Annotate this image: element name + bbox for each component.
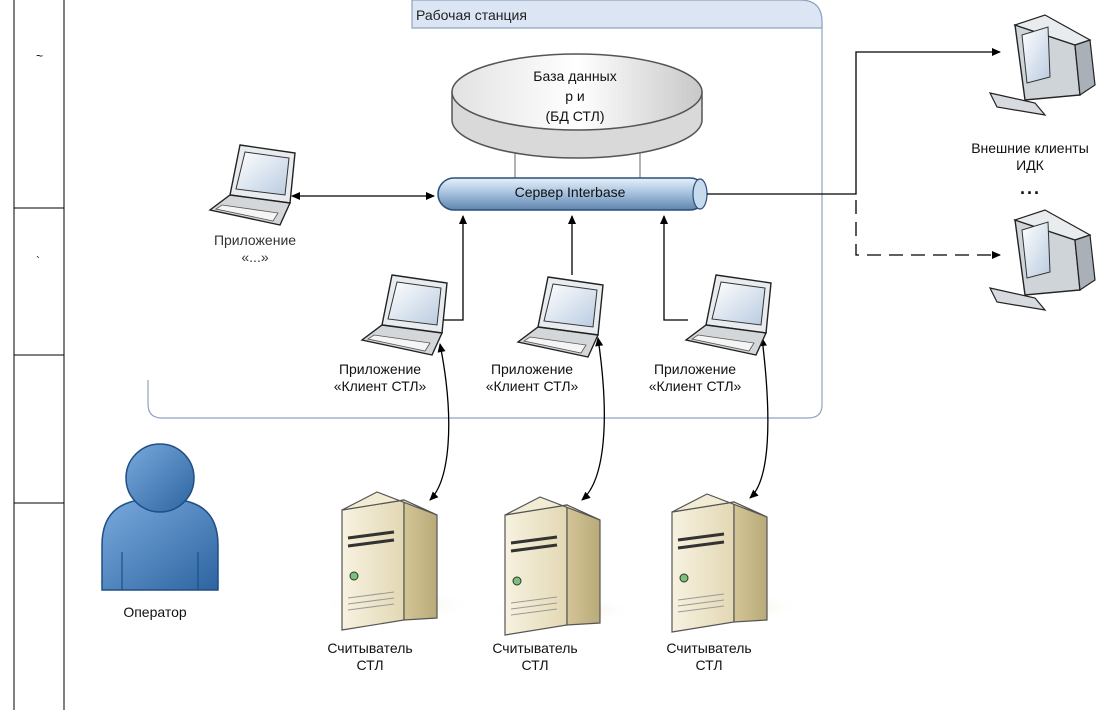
laptop-icon bbox=[684, 274, 772, 356]
reader-label: Считыватель СТЛ bbox=[492, 640, 578, 673]
connectors bbox=[291, 48, 1001, 501]
side-mark: ` bbox=[36, 254, 40, 268]
desktop-computer-icon bbox=[988, 209, 1096, 311]
server-label: Сервер Interbase bbox=[514, 184, 626, 200]
laptop-icon bbox=[516, 276, 604, 358]
laptop-app-label: Приложение «Клиент СТЛ» bbox=[485, 361, 579, 394]
operator-person-icon bbox=[100, 443, 220, 591]
operator-label: Оператор bbox=[123, 604, 187, 620]
external-clients-label: Внешние клиенты ИДК bbox=[971, 140, 1089, 173]
side-mark: ~ bbox=[36, 49, 43, 63]
reader-label: Считыватель СТЛ bbox=[327, 640, 413, 673]
desktop-computer-icon bbox=[988, 14, 1096, 116]
admin-app-label: Приложение «...» bbox=[213, 232, 297, 265]
database-label: База данных р и (БД СТЛ) bbox=[500, 66, 650, 126]
external-clients-ellipsis: ... bbox=[1020, 178, 1042, 198]
reader-server-icon bbox=[652, 493, 802, 633]
database-label-line: (БД СТЛ) bbox=[545, 108, 605, 124]
interbase-server-pipe bbox=[437, 177, 708, 211]
reader-server-icon bbox=[485, 496, 635, 636]
database-label-line: База данных bbox=[533, 68, 617, 84]
admin-laptop-icon bbox=[208, 144, 296, 226]
reader-server-icon bbox=[322, 491, 472, 631]
database-cylinder bbox=[451, 53, 703, 178]
laptop-icon bbox=[360, 274, 448, 356]
database-label-line: р и bbox=[565, 88, 585, 104]
workstation-title: Рабочая станция bbox=[416, 7, 527, 23]
laptop-app-label: Приложение «Клиент СТЛ» bbox=[333, 361, 427, 394]
laptop-app-label: Приложение «Клиент СТЛ» bbox=[648, 361, 742, 394]
left-side-strip: ~ ` bbox=[13, 0, 65, 710]
reader-label: Считыватель СТЛ bbox=[666, 640, 752, 673]
workstation-header bbox=[411, 0, 823, 29]
workstation-container bbox=[147, 0, 823, 419]
